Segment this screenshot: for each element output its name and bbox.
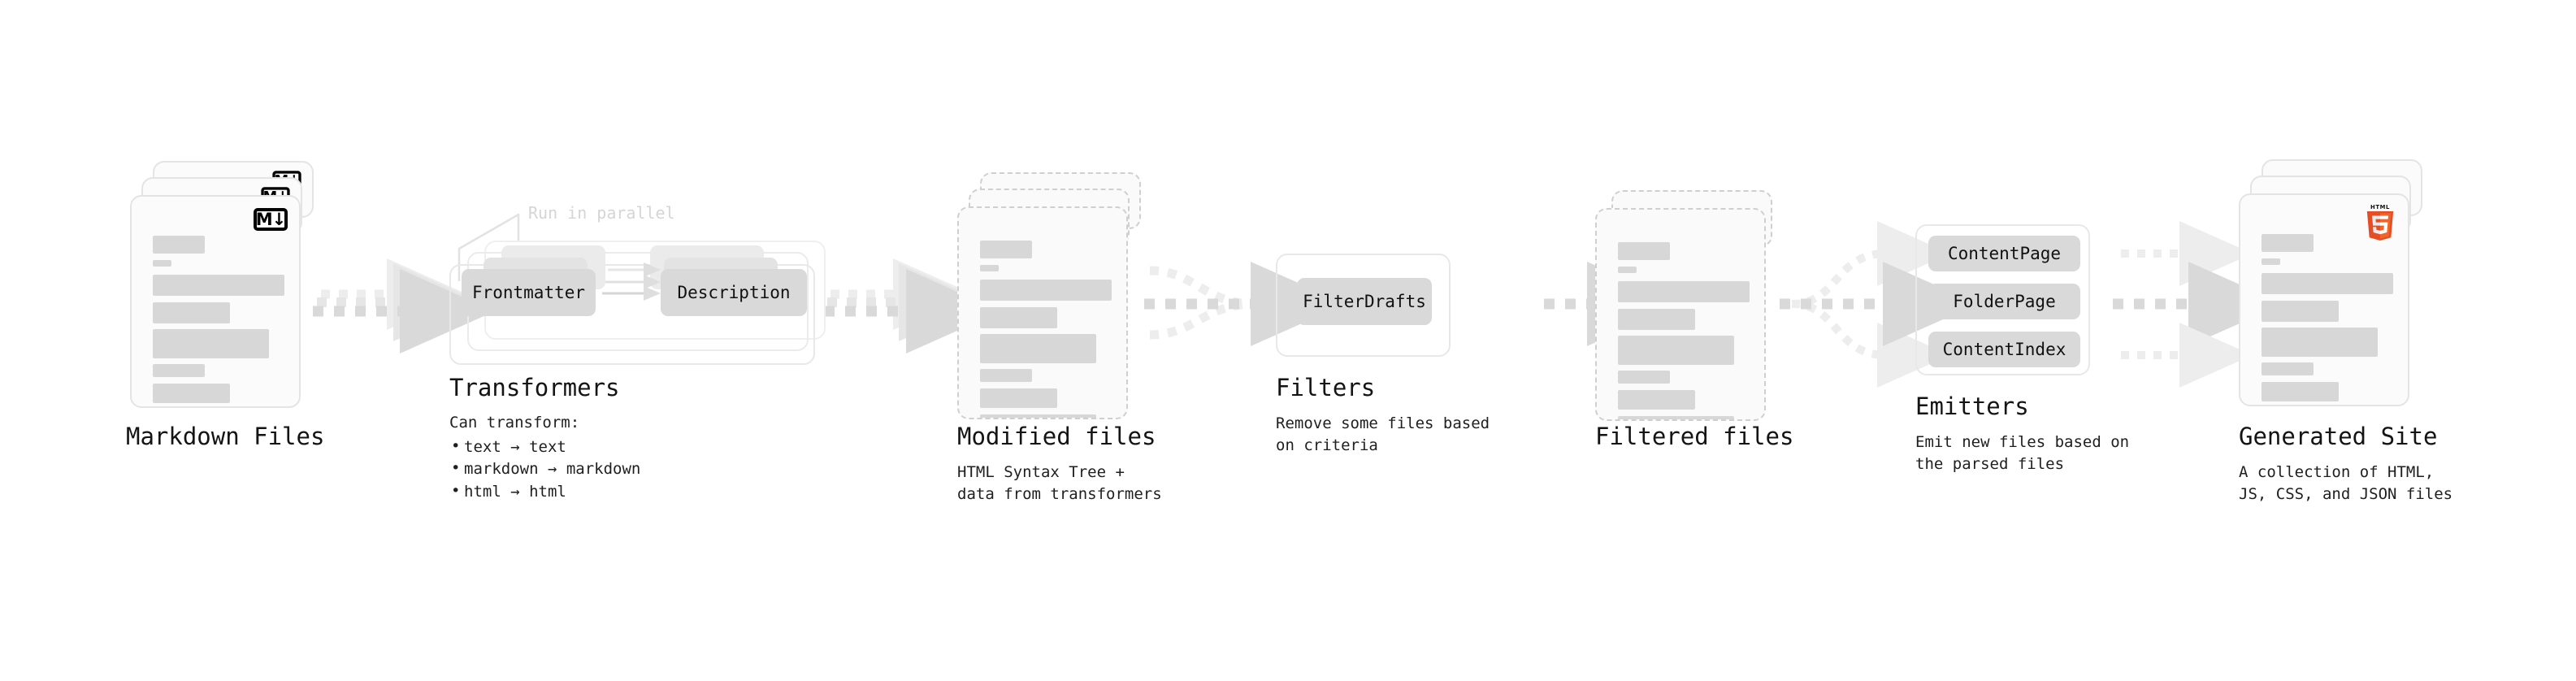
markdown-icon: M↓ [254, 208, 288, 231]
skeleton-line [980, 265, 999, 271]
skeleton-line [1618, 390, 1695, 410]
skeleton-line [980, 241, 1032, 258]
emitters-caption: Emitters Emit new files based on the par… [1915, 393, 2129, 475]
transform-capability-item: text → text [449, 436, 640, 459]
transformer-pill-description[interactable]: Description [661, 269, 807, 316]
transformers-caption: Transformers Can transform: text → text … [449, 374, 640, 503]
skeleton-line [2262, 258, 2280, 265]
skeleton-line [1618, 309, 1695, 330]
skeleton-line [2262, 362, 2314, 375]
modified-sheet-front [957, 206, 1128, 419]
svg-text:HTML: HTML [2370, 204, 2390, 210]
skeleton-line [1618, 416, 1734, 419]
stage-title: Filtered files [1595, 423, 1794, 450]
stage-title: Modified files [957, 423, 1156, 450]
skeleton-line [153, 329, 269, 358]
markdown-sheet-front: M↓ [130, 195, 301, 408]
skeleton-line [153, 364, 205, 377]
filtered-files-caption: Filtered files [1595, 423, 1793, 450]
skeleton-line [980, 388, 1057, 408]
skeleton-line [2262, 273, 2393, 294]
modified-files-caption: Modified files HTML Syntax Tree + data f… [957, 423, 1162, 505]
filters-caption: Filters Remove some files based on crite… [1276, 374, 1490, 457]
emitter-pill-folderpage[interactable]: FolderPage [1928, 284, 2080, 319]
skeleton-line [980, 369, 1032, 382]
stage-subtitle: Remove some files based on criteria [1276, 414, 1490, 454]
stage-title: Transformers [449, 374, 620, 401]
transformer-pill-frontmatter[interactable]: Frontmatter [462, 269, 596, 316]
stage-title: Emitters [1915, 393, 2029, 420]
stage-subtitle: Emit new files based on the parsed files [1915, 433, 2130, 473]
stage-title: Generated Site [2239, 423, 2438, 450]
transform-capability-item: html → html [449, 480, 640, 504]
skeleton-line [1618, 242, 1670, 260]
stage-subtitle: HTML Syntax Tree + data from transformer… [957, 463, 1162, 503]
skeleton-line [980, 414, 1096, 418]
skeleton-line [2262, 234, 2314, 252]
transformer-inner-arrows [602, 262, 661, 301]
arrow-transformers-to-modified [824, 258, 1001, 354]
arrow-emitters-to-site [2113, 221, 2283, 388]
emitter-pill-contentindex[interactable]: ContentIndex [1928, 332, 2080, 367]
arrow-modified-to-filters [1144, 262, 1346, 346]
skeleton-line [153, 302, 230, 323]
run-in-parallel-label: Run in parallel [528, 203, 675, 223]
filtered-sheet-front [1595, 208, 1766, 421]
stage-title: Markdown Files [126, 423, 325, 450]
skeleton-line [153, 260, 171, 267]
transformers-group: Frontmatter Description [449, 245, 815, 365]
transform-capability-item: markdown → markdown [449, 458, 640, 481]
skeleton-line [153, 236, 205, 254]
transform-capabilities-lead: Can transform: [449, 414, 580, 432]
emitter-pill-contentpage[interactable]: ContentPage [1928, 236, 2080, 271]
site-sheet-html: HTML [2239, 193, 2409, 406]
skeleton-line [2262, 301, 2339, 322]
transform-capabilities: Can transform: text → text markdown → ma… [449, 412, 640, 503]
skeleton-line [1618, 281, 1750, 302]
stage-title: Filters [1276, 374, 1376, 401]
filter-pill-filterdrafts[interactable]: FilterDrafts [1297, 278, 1432, 325]
emitters-group: ContentPage FolderPage ContentIndex [1915, 224, 2090, 375]
skeleton-line [153, 384, 230, 403]
filters-group: FilterDrafts [1276, 254, 1451, 357]
skeleton-line [2262, 382, 2339, 401]
skeleton-line [1618, 336, 1734, 365]
generated-site-caption: Generated Site A collection of HTML, JS,… [2239, 423, 2452, 505]
skeleton-line [2262, 327, 2378, 357]
markdown-files-caption: Markdown Files [126, 423, 324, 450]
arrow-filtered-to-emitters [1780, 221, 1978, 388]
stage-subtitle: A collection of HTML, JS, CSS, and JSON … [2239, 463, 2453, 503]
skeleton-line [1618, 267, 1637, 273]
html5-icon: HTML [2366, 204, 2394, 241]
skeleton-line [980, 307, 1057, 328]
skeleton-line [980, 280, 1112, 301]
skeleton-line [980, 334, 1096, 363]
skeleton-line [1618, 371, 1670, 384]
skeleton-line [153, 275, 284, 296]
arrow-markdown-to-transformers [313, 258, 495, 354]
